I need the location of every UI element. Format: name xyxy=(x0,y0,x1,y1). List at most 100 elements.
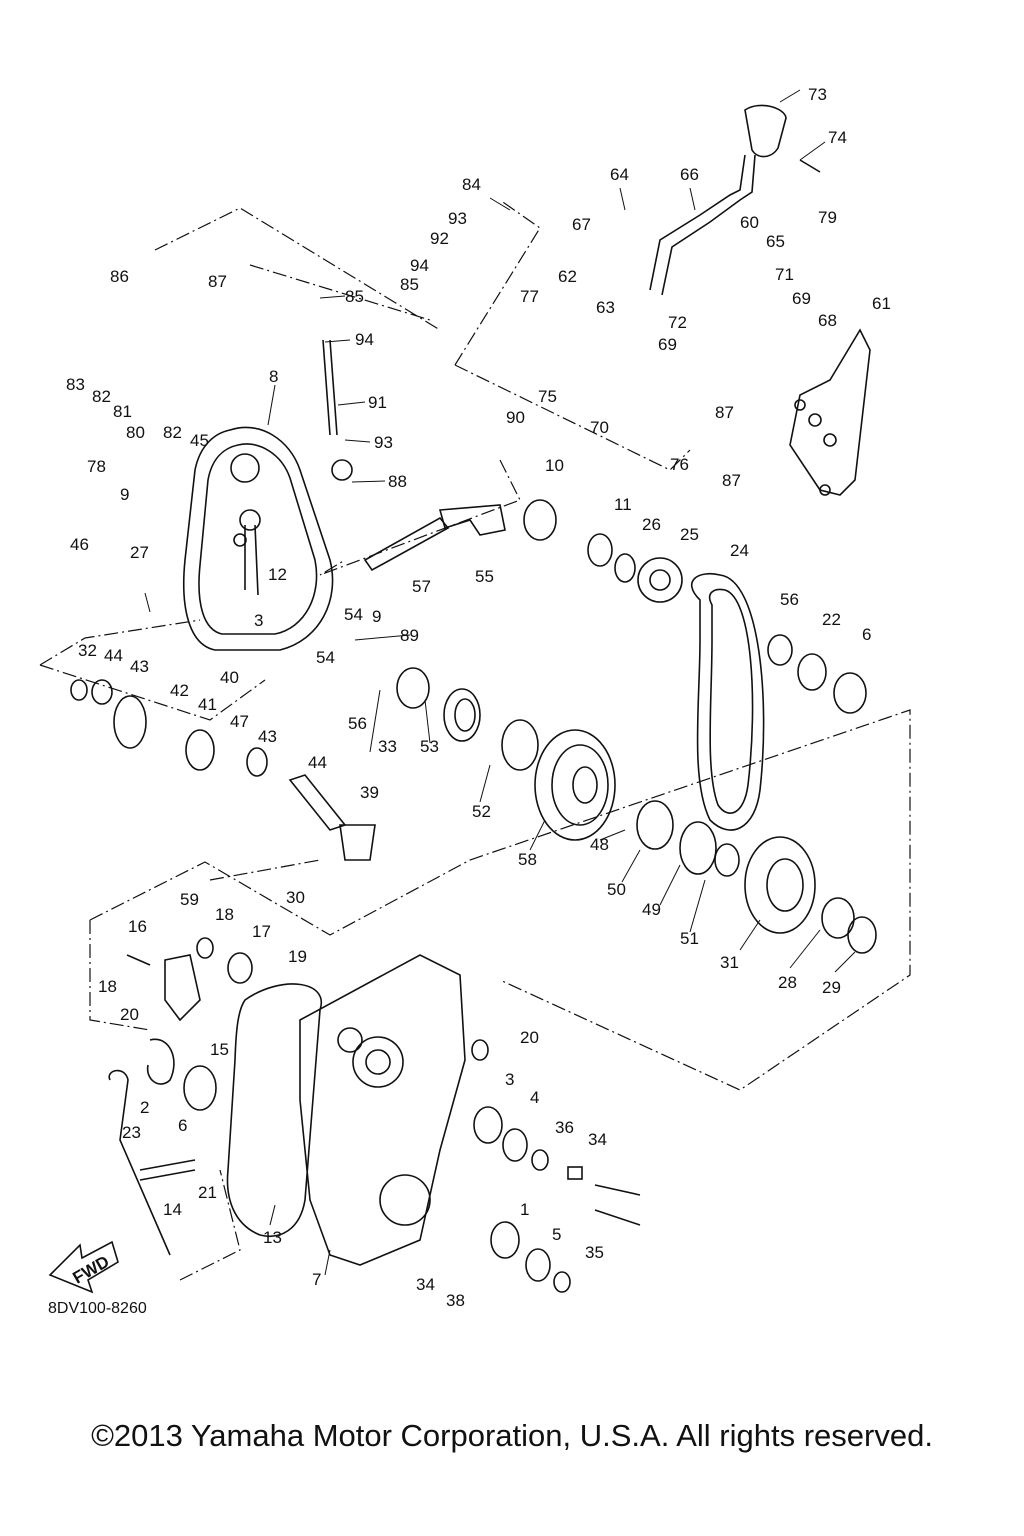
callout: 33 xyxy=(378,737,397,756)
callout: 57 xyxy=(412,577,431,596)
callout: 85 xyxy=(345,287,364,306)
callout: 47 xyxy=(230,712,249,731)
callout: 38 xyxy=(446,1291,465,1310)
callout: 29 xyxy=(822,978,841,997)
callout: 15 xyxy=(210,1040,229,1059)
callout: 21 xyxy=(198,1183,217,1202)
fwd-label: FWD xyxy=(70,1252,113,1288)
callout: 91 xyxy=(368,393,387,412)
callout: 40 xyxy=(220,668,239,687)
shift-bracket xyxy=(789,328,871,496)
callout: 87 xyxy=(208,272,227,291)
callout: 1 xyxy=(520,1200,529,1219)
callout: 43 xyxy=(258,727,277,746)
callout: 61 xyxy=(872,294,891,313)
callout: 85 xyxy=(400,275,419,294)
callout: 20 xyxy=(520,1028,539,1047)
callout: 73 xyxy=(808,85,827,104)
callout: 43 xyxy=(130,657,149,676)
fwd-arrow-icon: FWD xyxy=(48,1240,119,1294)
callout: 30 xyxy=(286,888,305,907)
callout: 18 xyxy=(215,905,234,924)
callout: 62 xyxy=(558,267,577,286)
callout: 89 xyxy=(400,626,419,645)
callout: 44 xyxy=(104,646,123,665)
callout: 16 xyxy=(128,917,147,936)
callout: 45 xyxy=(190,431,209,450)
springs-bearings xyxy=(70,499,877,954)
callout: 63 xyxy=(596,298,615,317)
callout: 13 xyxy=(263,1228,282,1247)
callout: 82 xyxy=(163,423,182,442)
callout: 93 xyxy=(448,209,467,228)
callout: 71 xyxy=(775,265,794,284)
callout: 56 xyxy=(780,590,799,609)
callout: 76 xyxy=(670,455,689,474)
callout: 68 xyxy=(818,311,837,330)
callout: 83 xyxy=(66,375,85,394)
callout: 32 xyxy=(78,641,97,660)
callout: 93 xyxy=(374,433,393,452)
shift-shaft xyxy=(363,504,506,572)
callout: 54 xyxy=(344,605,363,624)
callout: 90 xyxy=(506,408,525,427)
callout: 6 xyxy=(178,1116,187,1135)
callout: 52 xyxy=(472,802,491,821)
callout: 11 xyxy=(614,495,632,514)
callout: 84 xyxy=(462,175,481,194)
callout: 92 xyxy=(430,229,449,248)
right-parts xyxy=(471,1039,641,1293)
callout: 2 xyxy=(140,1098,149,1117)
callout: 72 xyxy=(668,313,687,332)
callout: 23 xyxy=(122,1123,141,1142)
callout: 66 xyxy=(680,165,699,184)
left-parts xyxy=(108,937,253,1256)
callout: 58 xyxy=(518,850,537,869)
callout: 94 xyxy=(410,256,429,275)
callout: 75 xyxy=(538,387,557,406)
callout: 65 xyxy=(766,232,785,251)
sprocket-24 xyxy=(637,557,683,603)
callout: 60 xyxy=(740,213,759,232)
callout: 69 xyxy=(792,289,811,308)
callout: 26 xyxy=(642,515,661,534)
callout: 28 xyxy=(778,973,797,992)
leader-lines xyxy=(144,89,856,1276)
callout: 86 xyxy=(110,267,129,286)
callout: 24 xyxy=(730,541,749,560)
callout: 55 xyxy=(475,567,494,586)
callout: 94 xyxy=(355,330,374,349)
dashed-grouping-lines xyxy=(39,199,911,1281)
callout: 82 xyxy=(92,387,111,406)
callout: 31 xyxy=(720,953,739,972)
callout: 5 xyxy=(552,1225,561,1244)
callout: 64 xyxy=(610,165,629,184)
callout: 81 xyxy=(113,402,132,421)
callout: 34 xyxy=(416,1275,435,1294)
callout: 9 xyxy=(120,485,129,504)
callout: 53 xyxy=(420,737,439,756)
copyright-notice: ©2013 Yamaha Motor Corporation, U.S.A. A… xyxy=(91,1418,933,1453)
callout: 39 xyxy=(360,783,379,802)
callout: 7 xyxy=(312,1270,321,1289)
callout: 77 xyxy=(520,287,539,306)
gear-case xyxy=(226,954,466,1266)
drive-chain xyxy=(691,573,765,831)
callout: 41 xyxy=(198,695,217,714)
callout: 51 xyxy=(680,929,699,948)
callout: 10 xyxy=(545,456,564,475)
callout: 8 xyxy=(269,367,278,386)
callout: 69 xyxy=(658,335,677,354)
sprocket-48 xyxy=(534,729,616,841)
callout: 44 xyxy=(308,753,327,772)
callout: 46 xyxy=(70,535,89,554)
callout: 88 xyxy=(388,472,407,491)
callout: 74 xyxy=(828,128,847,147)
callout: 19 xyxy=(288,947,307,966)
callout: 87 xyxy=(715,403,734,422)
callout: 42 xyxy=(170,681,189,700)
callout: 56 xyxy=(348,714,367,733)
callout-labels: 73 74 64 66 84 93 92 94 85 67 60 65 79 7… xyxy=(66,85,891,1310)
